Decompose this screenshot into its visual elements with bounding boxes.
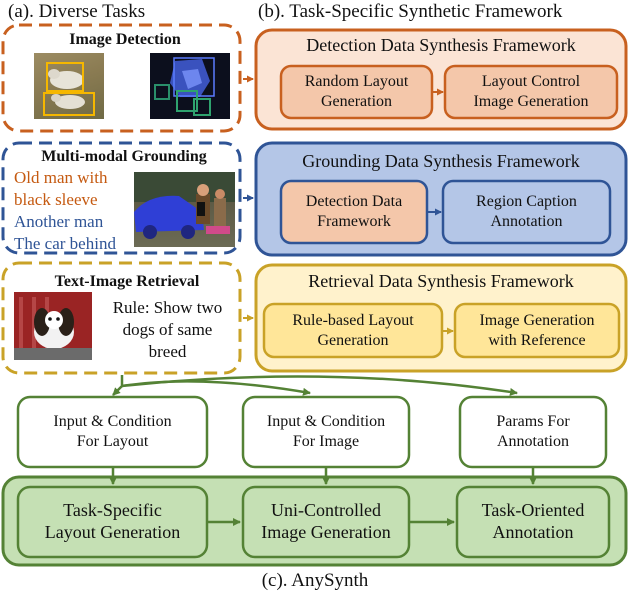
pipeline-box-annotation [455,485,611,559]
framework-step-detection-2 [443,64,619,120]
retrieval-rule: Rule: Show two dogs of same breed [112,298,223,362]
header-anysynth: (c). AnySynth [261,570,369,591]
input-label-image: Input & Condition For Image [266,413,386,450]
connector-to-layout-input [112,375,124,396]
retrieval-thumbnail [14,292,92,360]
framework-title-detection: Detection Data Synthesis Framework [306,35,576,56]
task-title-grounding: Multi-modal Grounding [41,148,207,166]
grounding-caption-orange: Old man with black sleeve [14,168,108,209]
framework-step-label-retrieval-1: Rule-based Layout Generation [292,311,414,349]
task-title-detection: Image Detection [69,31,181,49]
framework-title-retrieval: Retrieval Data Synthesis Framework [308,271,574,292]
framework-step-label-detection-1: Random Layout Generation [304,73,409,110]
framework-step-label-detection-2: Layout Control Image Generation [473,73,589,110]
detection-thumbnail-layout [150,53,230,119]
input-label-layout: Input & Condition For Layout [53,413,172,450]
framework-step-label-retrieval-2: Image Generation with Reference [479,311,595,349]
pipeline-label-image: Uni-Controlled Image Generation [261,500,391,542]
grounding-thumbnail [134,172,235,247]
task-box-grounding [1,141,242,255]
pipeline-label-annotation: Task-Oriented Annotation [481,500,585,542]
task-box-retrieval [1,261,242,375]
framework-step-grounding-2 [441,179,612,245]
framework-step-retrieval-2 [453,302,621,359]
input-label-annotation: Params For Annotation [496,413,570,450]
detection-thumbnail-sheep [34,53,104,119]
header-diverse-tasks: (a). Diverse Tasks [8,1,146,22]
framework-step-label-grounding-1: Detection Data Framework [305,193,403,230]
framework-title-grounding: Grounding Data Synthesis Framework [302,151,580,172]
grounding-caption-blue: Another man The car behind [14,212,116,253]
pipeline-label-layout: Task-Specific Layout Generation [44,500,181,542]
framework-step-label-grounding-2: Region Caption Annotation [476,193,577,230]
header-task-specific: (b). Task-Specific Synthetic Framework [258,1,563,22]
connector-to-annotation-input [121,375,518,396]
task-title-retrieval: Text-Image Retrieval [54,273,200,291]
task-box-detection [1,23,242,133]
